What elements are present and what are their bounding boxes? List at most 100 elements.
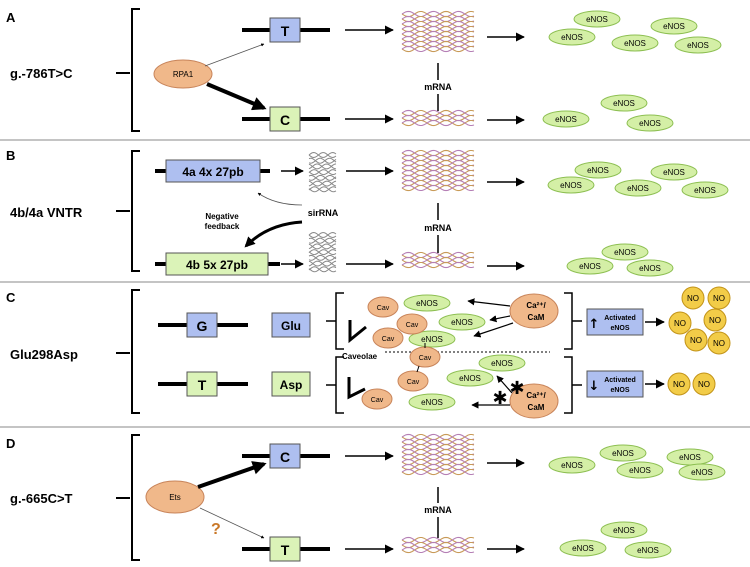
no-circle: NO	[668, 311, 692, 335]
enos-oval: eNOS	[611, 34, 659, 52]
right-bracket	[564, 356, 582, 414]
enos-label: eNOS	[687, 41, 709, 50]
enos-oval: eNOS	[601, 243, 649, 261]
enos-label: eNOS	[613, 99, 635, 108]
allele-box-t: T	[269, 17, 301, 43]
cam-label: CaM	[528, 403, 545, 412]
no-label: NO	[687, 294, 699, 303]
allele-box-t: T	[186, 371, 218, 397]
enos-label: eNOS	[639, 119, 661, 128]
no-circle: NO	[692, 372, 716, 396]
enos-label: eNOS	[579, 262, 601, 271]
enos-oval: eNOS	[674, 36, 722, 54]
regulator-oval: RPA1	[153, 59, 213, 89]
amino-acid-box-asp: Asp	[271, 371, 311, 397]
enos-label: eNOS	[663, 168, 685, 177]
enos-cluster-low: eNOS eNOS eNOS	[559, 521, 672, 559]
strong-binding-arrow	[206, 82, 267, 111]
enos-oval: eNOS	[547, 176, 595, 194]
enos-oval: eNOS	[559, 539, 607, 557]
enos-label: eNOS	[451, 318, 473, 327]
arrow-down-icon: ↓	[589, 379, 600, 394]
enos-label: eNOS	[586, 15, 608, 24]
panel-d: D g.-665C>T Ets C T ? mRNA eNOS	[6, 433, 726, 562]
membrane-stroke	[348, 320, 367, 344]
sirna-bottom	[308, 231, 337, 273]
amino-acid-box-glu: Glu	[271, 312, 311, 338]
enos-label: eNOS	[691, 468, 713, 477]
enos-oval: eNOS	[408, 393, 456, 411]
enos-label: eNOS	[629, 466, 651, 475]
cam-label: Ca²⁺/	[526, 391, 546, 400]
enos-label: eNOS	[627, 184, 649, 193]
sirna-label: sirRNA	[308, 208, 339, 218]
cav-oval: Cav	[367, 296, 399, 318]
enos-label: eNOS	[613, 526, 635, 535]
allele-box-g: G	[186, 312, 218, 338]
allele-box-t: T	[269, 536, 301, 562]
negative-feedback-arrow	[244, 220, 303, 248]
cav-label: Cav	[407, 379, 420, 386]
enos-oval: eNOS	[408, 330, 456, 348]
enos-oval: eNOS	[626, 114, 674, 132]
cav-label: Cav	[419, 355, 432, 362]
blocked-marker: ✱	[509, 378, 524, 399]
variant-label: 4b/4a VNTR	[10, 205, 83, 220]
cav-label: Cav	[406, 322, 419, 329]
enos-label: eNOS	[561, 461, 583, 470]
enos-oval: eNOS	[599, 444, 647, 462]
calmodulin-oval-top: Ca²⁺/ CaM	[509, 293, 559, 329]
activated-label: eNOS	[610, 325, 629, 332]
no-label: NO	[713, 294, 725, 303]
enos-oval: eNOS	[666, 448, 714, 466]
cav-label: Cav	[371, 397, 384, 404]
mrna-label: mRNA	[424, 82, 452, 92]
caveolae-label: Caveolae	[342, 352, 378, 361]
enos-label: eNOS	[560, 181, 582, 190]
enos-oval: eNOS	[478, 354, 526, 372]
allele-label: T	[281, 542, 290, 558]
enos-label: eNOS	[421, 398, 443, 407]
mrna-stack-high	[401, 433, 475, 476]
weak-binding-arrow	[204, 43, 265, 67]
enos-cluster-high: eNOS eNOS eNOS eNOS eNOS	[548, 444, 726, 481]
cam-label: Ca²⁺/	[526, 301, 546, 310]
mrna-stack-high	[401, 149, 475, 192]
variant-label: g.-786T>C	[10, 66, 73, 81]
enos-label: eNOS	[572, 544, 594, 553]
blocked-marker: ✱	[492, 388, 507, 409]
repeat-box-4a: 4a 4x 27pb	[165, 159, 261, 183]
mrna-stack-low	[401, 536, 475, 554]
enos-oval: eNOS	[573, 10, 621, 28]
cav-link	[416, 365, 420, 373]
strong-binding-arrow	[197, 461, 267, 489]
weak-binding-arrow	[199, 507, 265, 539]
enos-label: eNOS	[587, 166, 609, 175]
weak-feedback-arrow	[257, 192, 303, 206]
enos-label: eNOS	[555, 115, 577, 124]
enos-oval: eNOS	[616, 461, 664, 479]
cav-oval: Cav	[409, 346, 441, 368]
binding-arrow	[473, 322, 514, 338]
enos-label: eNOS	[639, 264, 661, 273]
enos-label: eNOS	[491, 359, 513, 368]
activated-enos-box-low: ↓ Activated eNOS	[586, 370, 644, 398]
variant-label: Glu298Asp	[10, 347, 78, 362]
activated-label: Activated	[604, 315, 636, 322]
no-label: NO	[713, 339, 725, 348]
mrna-stack-low	[401, 251, 475, 269]
no-circle: NO	[707, 331, 731, 355]
mrna-stack-high	[401, 10, 475, 53]
binding-arrow	[467, 298, 511, 307]
bracket	[116, 8, 140, 132]
bracket	[116, 150, 140, 272]
binding-arrow	[496, 375, 513, 394]
enos-cluster-low: eNOS eNOS eNOS	[566, 243, 674, 277]
enos-oval: eNOS	[566, 257, 614, 275]
enos-oval: eNOS	[600, 94, 648, 112]
enos-oval: eNOS	[403, 294, 451, 312]
enos-label: eNOS	[637, 546, 659, 555]
bracket	[116, 434, 140, 561]
arrow-up-icon: ↑	[589, 317, 600, 332]
amino-acid-label: Glu	[281, 319, 301, 333]
